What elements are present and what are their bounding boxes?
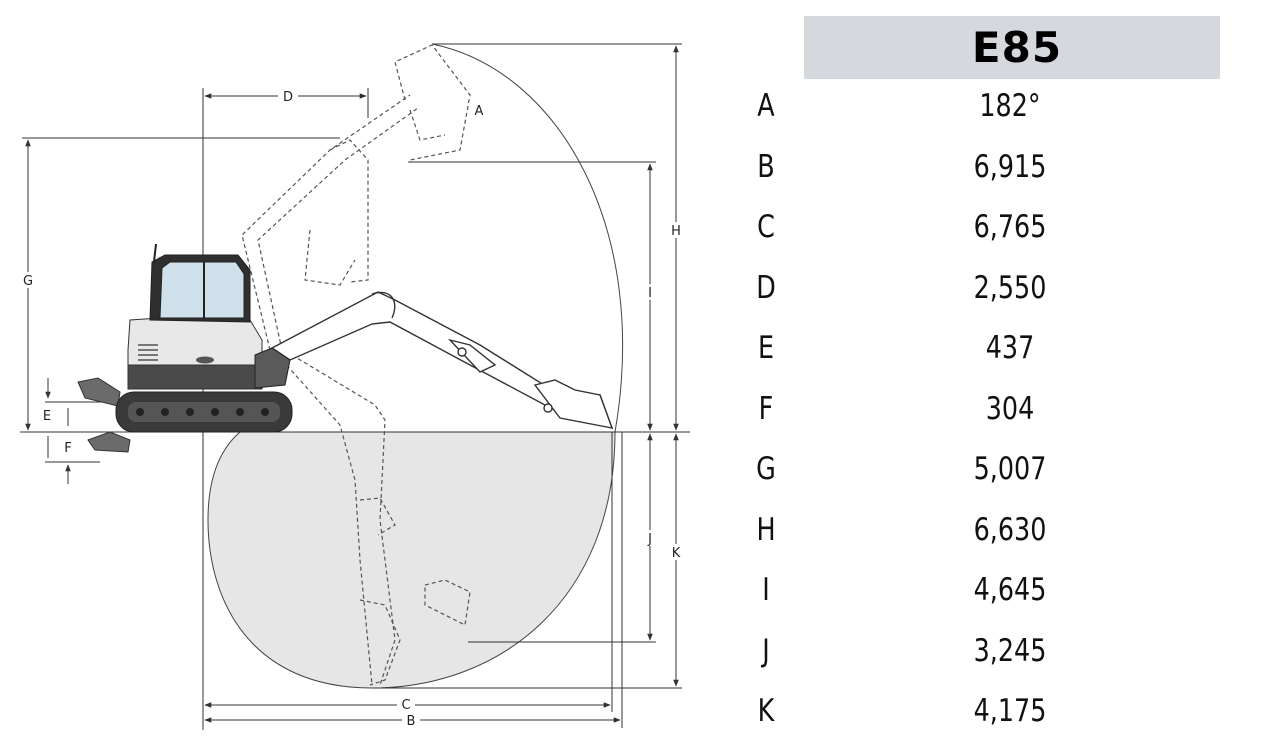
label-g: G: [23, 274, 33, 289]
reach-envelope-arc: [431, 43, 624, 433]
spec-row-c: C 6,765: [740, 197, 1240, 257]
spec-letter: J: [762, 632, 770, 669]
spec-value: 437: [985, 330, 1035, 366]
excavator-machine: [77, 243, 293, 453]
spec-value: 6,765: [973, 209, 1047, 245]
spec-letter: F: [758, 390, 774, 427]
boom-max-height-position: [241, 44, 471, 351]
spec-table-header: E85: [804, 16, 1220, 79]
spec-row-j: J 3,245: [740, 621, 1240, 681]
spec-letter: G: [756, 451, 776, 487]
spec-row-a: A 182°: [740, 76, 1240, 136]
spec-letter: B: [757, 148, 775, 185]
dimension-j: J: [468, 433, 658, 643]
label-e: E: [43, 409, 51, 424]
spec-row-b: B 6,915: [740, 137, 1240, 197]
spec-value: 4,175: [973, 693, 1047, 729]
spec-letter: E: [757, 330, 775, 366]
label-d: D: [283, 90, 293, 105]
dimension-e: E: [43, 378, 110, 426]
spec-letter: C: [757, 209, 775, 245]
blade-lowered: [87, 431, 131, 453]
spec-letter: I: [762, 572, 770, 608]
cab-window: [159, 261, 245, 319]
dimension-k: K: [372, 433, 684, 689]
dimension-h: H: [432, 43, 684, 431]
excavator-working-range-diagram: D G E F H I J: [20, 43, 690, 730]
spec-value: 3,245: [973, 632, 1047, 669]
spec-value: 182°: [979, 88, 1041, 124]
dimension-g: G: [20, 137, 340, 431]
dimension-f: F: [45, 436, 100, 484]
model-name: E85: [971, 23, 1063, 72]
spec-row-k: K 4,175: [740, 681, 1240, 741]
spec-letter: A: [757, 88, 775, 124]
spec-value: 304: [985, 390, 1035, 427]
spec-row-i: I 4,645: [740, 560, 1240, 620]
label-f: F: [64, 441, 71, 456]
boom-ground-reach-position: [270, 291, 614, 429]
label-j: J: [647, 532, 652, 547]
spec-row-g: G 5,007: [740, 439, 1240, 499]
spec-letter: K: [757, 693, 775, 729]
spec-value: 5,007: [973, 451, 1047, 487]
spec-row-f: F 304: [740, 379, 1240, 439]
spec-row-e: E 437: [740, 318, 1240, 378]
spec-letter: D: [756, 269, 776, 306]
spec-value: 4,645: [973, 572, 1047, 608]
blade-raised: [77, 377, 121, 407]
boom-max-depth-position: [281, 354, 471, 686]
dimension-i: I: [408, 161, 656, 431]
digging-depth-area: [207, 431, 616, 689]
dimension-b: B: [204, 432, 623, 729]
dimension-d: D: [204, 88, 369, 118]
spec-value: 6,915: [973, 148, 1047, 185]
spec-letter: H: [756, 511, 776, 548]
spec-row-d: D 2,550: [740, 258, 1240, 318]
dimension-c: C: [204, 432, 613, 713]
spec-row-h: H 6,630: [740, 500, 1240, 560]
label-k: K: [672, 546, 681, 561]
label-h: H: [671, 224, 681, 239]
label-c: C: [401, 698, 410, 713]
label-b: B: [407, 714, 416, 729]
spec-value: 6,630: [973, 511, 1047, 548]
spec-value: 2,550: [973, 269, 1047, 306]
label-i: I: [648, 286, 652, 301]
label-a: A: [475, 104, 484, 119]
